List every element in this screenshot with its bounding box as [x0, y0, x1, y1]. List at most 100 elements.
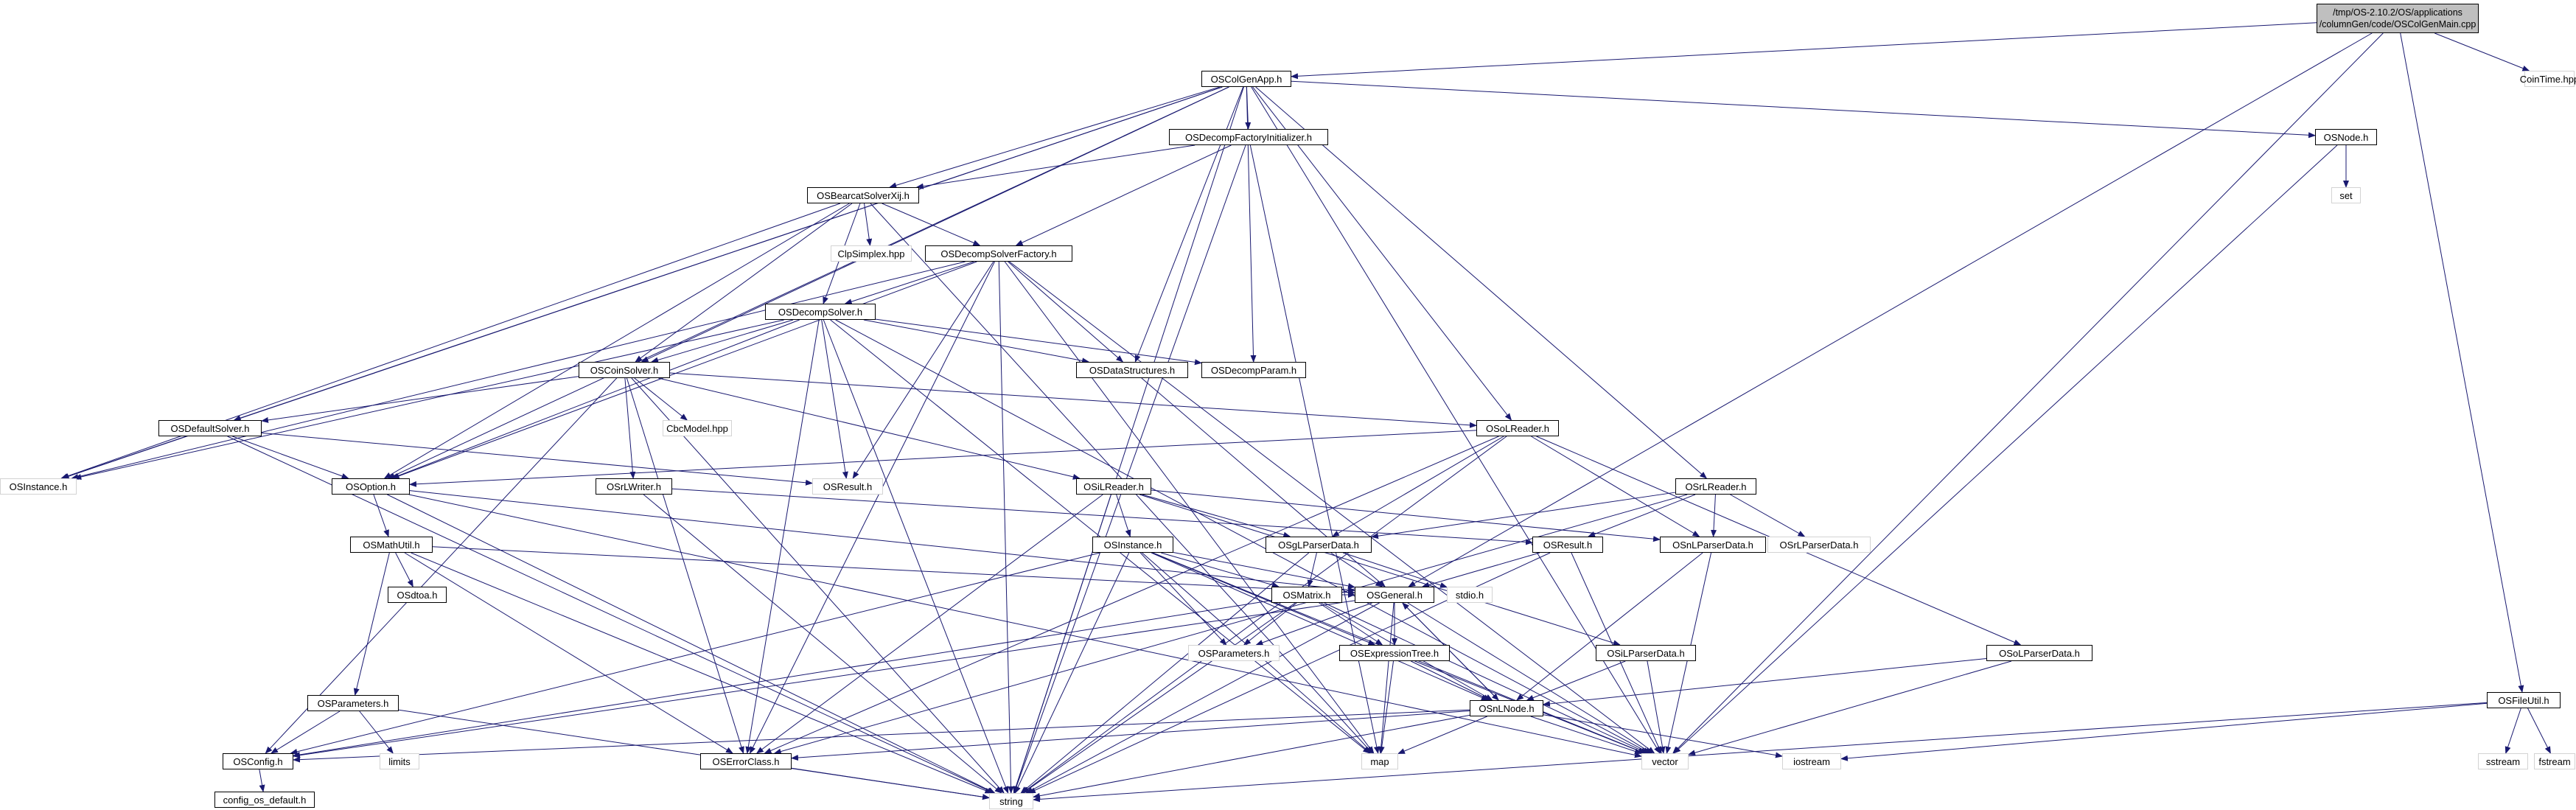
edge-OSDecompSolver-to-string	[823, 319, 1009, 794]
edge-OSrLWriter-to-OSResultSrc	[671, 488, 1533, 545]
edge-OSMatrix-to-vector	[1324, 602, 1649, 754]
edge-OSnLNode-to-map	[1397, 716, 1487, 754]
node-osGeneral-h[interactable]: OSGeneral.h	[1355, 587, 1434, 603]
node-osNode-h[interactable]: OSNode.h	[2315, 129, 2377, 145]
edge-OSCoinSolver-to-OSrLWriter	[624, 377, 636, 479]
node-osOption-h[interactable]: OSOption.h	[332, 478, 410, 495]
edge-OSDecompSolverFactory-to-OSErrorClass	[750, 261, 995, 754]
node-osResult-h[interactable]: OSResult.h	[1532, 537, 1603, 553]
node-osMatrix-h[interactable]: OSMatrix.h	[1271, 587, 1342, 603]
edge-OSMathUtil-to-OSdtoa	[395, 552, 413, 587]
node-osMathUtil-h[interactable]: OSMathUtil.h	[350, 537, 433, 553]
node-osrLWriter-h[interactable]: OSrLWriter.h	[596, 478, 672, 495]
node-osBearcatSolverXij-h[interactable]: OSBearcatSolverXij.h	[807, 187, 919, 203]
edge-OSoLReader-to-OSgLParserData	[1331, 436, 1504, 537]
node-coinTime-hpp: CoinTime.hpp	[2520, 71, 2576, 87]
edge-OSGeneral-to-OSParametersExt	[1255, 602, 1372, 646]
node-osdtoa-h[interactable]: OSdtoa.h	[388, 587, 447, 603]
edge-OSColGenApp-to-OSrLReader	[1255, 86, 1708, 479]
node-osInstance-h[interactable]: OSInstance.h	[1092, 537, 1173, 553]
node-osrLParserData-h-external: OSrLParserData.h	[1767, 537, 1871, 553]
edge-OSDataStructures-to-OSGeneral	[1141, 377, 1386, 587]
node-osoLParserData-h[interactable]: OSoLParserData.h	[1986, 645, 2092, 661]
edge-OSFileUtil-to-string	[1033, 702, 2488, 803]
edge-OSoLParserData-to-vector	[1688, 660, 2012, 756]
edge-OSDecompSolverFactory-to-OSDataStructures	[1008, 261, 1124, 363]
edge-OSiLReader-to-OSnLParserData	[1151, 489, 1661, 542]
edge-OSoLParserData-to-OSnLNode	[1543, 657, 1987, 707]
edge-OSMathUtil-to-OSErrorClass	[404, 552, 733, 754]
node-clpSimplex-hpp: ClpSimplex.hpp	[831, 245, 912, 262]
node-osDecompFactoryInitializer-h[interactable]: OSDecompFactoryInitializer.h	[1169, 129, 1328, 145]
edge-OSMatrix-to-OSExpressionTree	[1319, 602, 1383, 646]
node-map: map	[1361, 753, 1398, 769]
edge-OSDecompSolver-to-OSCoinSolver	[651, 319, 794, 363]
edge-OSInstanceSrc-to-OSConfig	[290, 552, 1100, 755]
node-osDataStructures-h[interactable]: OSDataStructures.h	[1076, 362, 1188, 378]
edge-OSColGenApp-to-OSInstanceExt	[61, 86, 1223, 479]
node-osDecompSolverFactory-h[interactable]: OSDecompSolverFactory.h	[925, 245, 1072, 262]
edge-OSMatrix-to-OSConfig	[293, 600, 1272, 758]
edge-OSConfig-to-config_os_default	[259, 769, 265, 792]
edge-root-to-OSColGenApp	[1291, 22, 2317, 80]
node-osResult-h-external: OSResult.h	[812, 478, 883, 495]
node-fstream: fstream	[2534, 753, 2575, 769]
edge-OSiLReader-to-OSiLParserData	[1139, 494, 1621, 646]
edge-OSiLParserData-to-OSnLNode	[1526, 660, 1626, 701]
node-string: string	[989, 793, 1033, 809]
edge-OSnLNode-to-OSErrorClass	[791, 710, 1470, 761]
node-osCoinSolver-h[interactable]: OSCoinSolver.h	[579, 362, 670, 378]
edge-OSoLReader-to-OSOption	[409, 430, 1477, 487]
edge-OSDecompSolverFactory-to-map	[1004, 261, 1375, 754]
edge-OSDefaultSolver-to-OSResult	[261, 432, 813, 486]
node-osDecompParam-h[interactable]: OSDecompParam.h	[1201, 362, 1306, 378]
edge-OSDefaultSolver-to-OSInstanceExt	[61, 436, 186, 479]
node-iostream: iostream	[1782, 753, 1841, 769]
edge-OSCoinSolver-to-OSErrorClass	[626, 377, 744, 754]
edge-OSoLReader-to-OSnLParserData	[1531, 436, 1700, 537]
edge-OSDecompFactoryInitializer-to-OSDecompSolverFactory	[1015, 144, 1232, 246]
edge-OSDecompSolver-to-OSInstanceExt	[74, 319, 784, 480]
edge-OSCoinSolver-to-OSDefaultSolver	[261, 376, 579, 423]
node-osErrorClass-h[interactable]: OSErrorClass.h	[700, 753, 792, 769]
node-osgLParserData-h[interactable]: OSgLParserData.h	[1266, 537, 1372, 553]
node-osnLNode-h[interactable]: OSnLNode.h	[1470, 700, 1543, 716]
edge-OSParametersSrc-to-OSConfig	[270, 711, 341, 754]
edge-OSDecompSolver-to-OSResult	[821, 319, 848, 479]
node-label-line-2: /columnGen/code/OSColGenMain.cpp	[2319, 18, 2476, 29]
edge-OSMathUtil-to-OSGeneral	[432, 546, 1355, 596]
edge-OSColGenApp-to-OSOption	[387, 86, 1229, 479]
edge-OSgLParserData-to-OSGeneral	[1330, 552, 1383, 587]
edge-OSMatrix-to-string	[1022, 602, 1296, 794]
edge-OSDecompSolverFactory-to-OSInstanceExt	[71, 261, 966, 480]
edge-OSColGenApp-to-OSBearcatSolverXij	[889, 86, 1220, 189]
edge-OSColGenApp-to-OSDataStructures	[1134, 86, 1244, 363]
node-osrLReader-h[interactable]: OSrLReader.h	[1675, 478, 1756, 495]
edge-OSDecompSolver-to-OSDataStructures	[863, 319, 1090, 364]
node-config-os-default-h[interactable]: config_os_default.h	[214, 792, 315, 808]
node-osDecompSolver-h[interactable]: OSDecompSolver.h	[765, 304, 876, 320]
node-osFileUtil-h[interactable]: OSFileUtil.h	[2487, 692, 2561, 708]
node-vector: vector	[1641, 753, 1689, 769]
node-osExpressionTree-h[interactable]: OSExpressionTree.h	[1339, 645, 1450, 661]
edge-OSrLReader-to-OSrLParserDataExt	[1730, 494, 1806, 537]
node-osnLParserData-h[interactable]: OSnLParserData.h	[1660, 537, 1766, 553]
edge-OSExpressionTree-to-map	[1378, 660, 1394, 754]
node-osiLParserData-h[interactable]: OSiLParserData.h	[1596, 645, 1696, 661]
edge-OSColGenApp-to-vector	[1251, 86, 1661, 754]
edge-OSgLParserData-to-OSMatrix	[1307, 552, 1317, 587]
node-limits: limits	[380, 753, 419, 769]
edge-OSDecompSolver-to-OSDecompParam	[875, 318, 1202, 366]
node-osParameters-h[interactable]: OSParameters.h	[307, 695, 399, 711]
edge-OSDecompSolver-to-OSOption	[391, 319, 800, 479]
edge-OSnLNode-to-OSGeneral	[1402, 602, 1499, 701]
node-osColGenApp-h[interactable]: OSColGenApp.h	[1201, 71, 1291, 87]
node-osConfig-h[interactable]: OSConfig.h	[223, 753, 293, 769]
node-osDefaultSolver-h[interactable]: OSDefaultSolver.h	[158, 420, 262, 436]
edge-OSInstanceSrc-to-string	[1014, 552, 1130, 794]
node-osInstance-h-external: OSInstance.h	[0, 478, 77, 495]
node-osiLReader-h[interactable]: OSiLReader.h	[1076, 478, 1151, 495]
node-osoLReader-h[interactable]: OSoLReader.h	[1476, 420, 1559, 436]
edge-root-to-OSGeneral	[1408, 32, 2373, 587]
